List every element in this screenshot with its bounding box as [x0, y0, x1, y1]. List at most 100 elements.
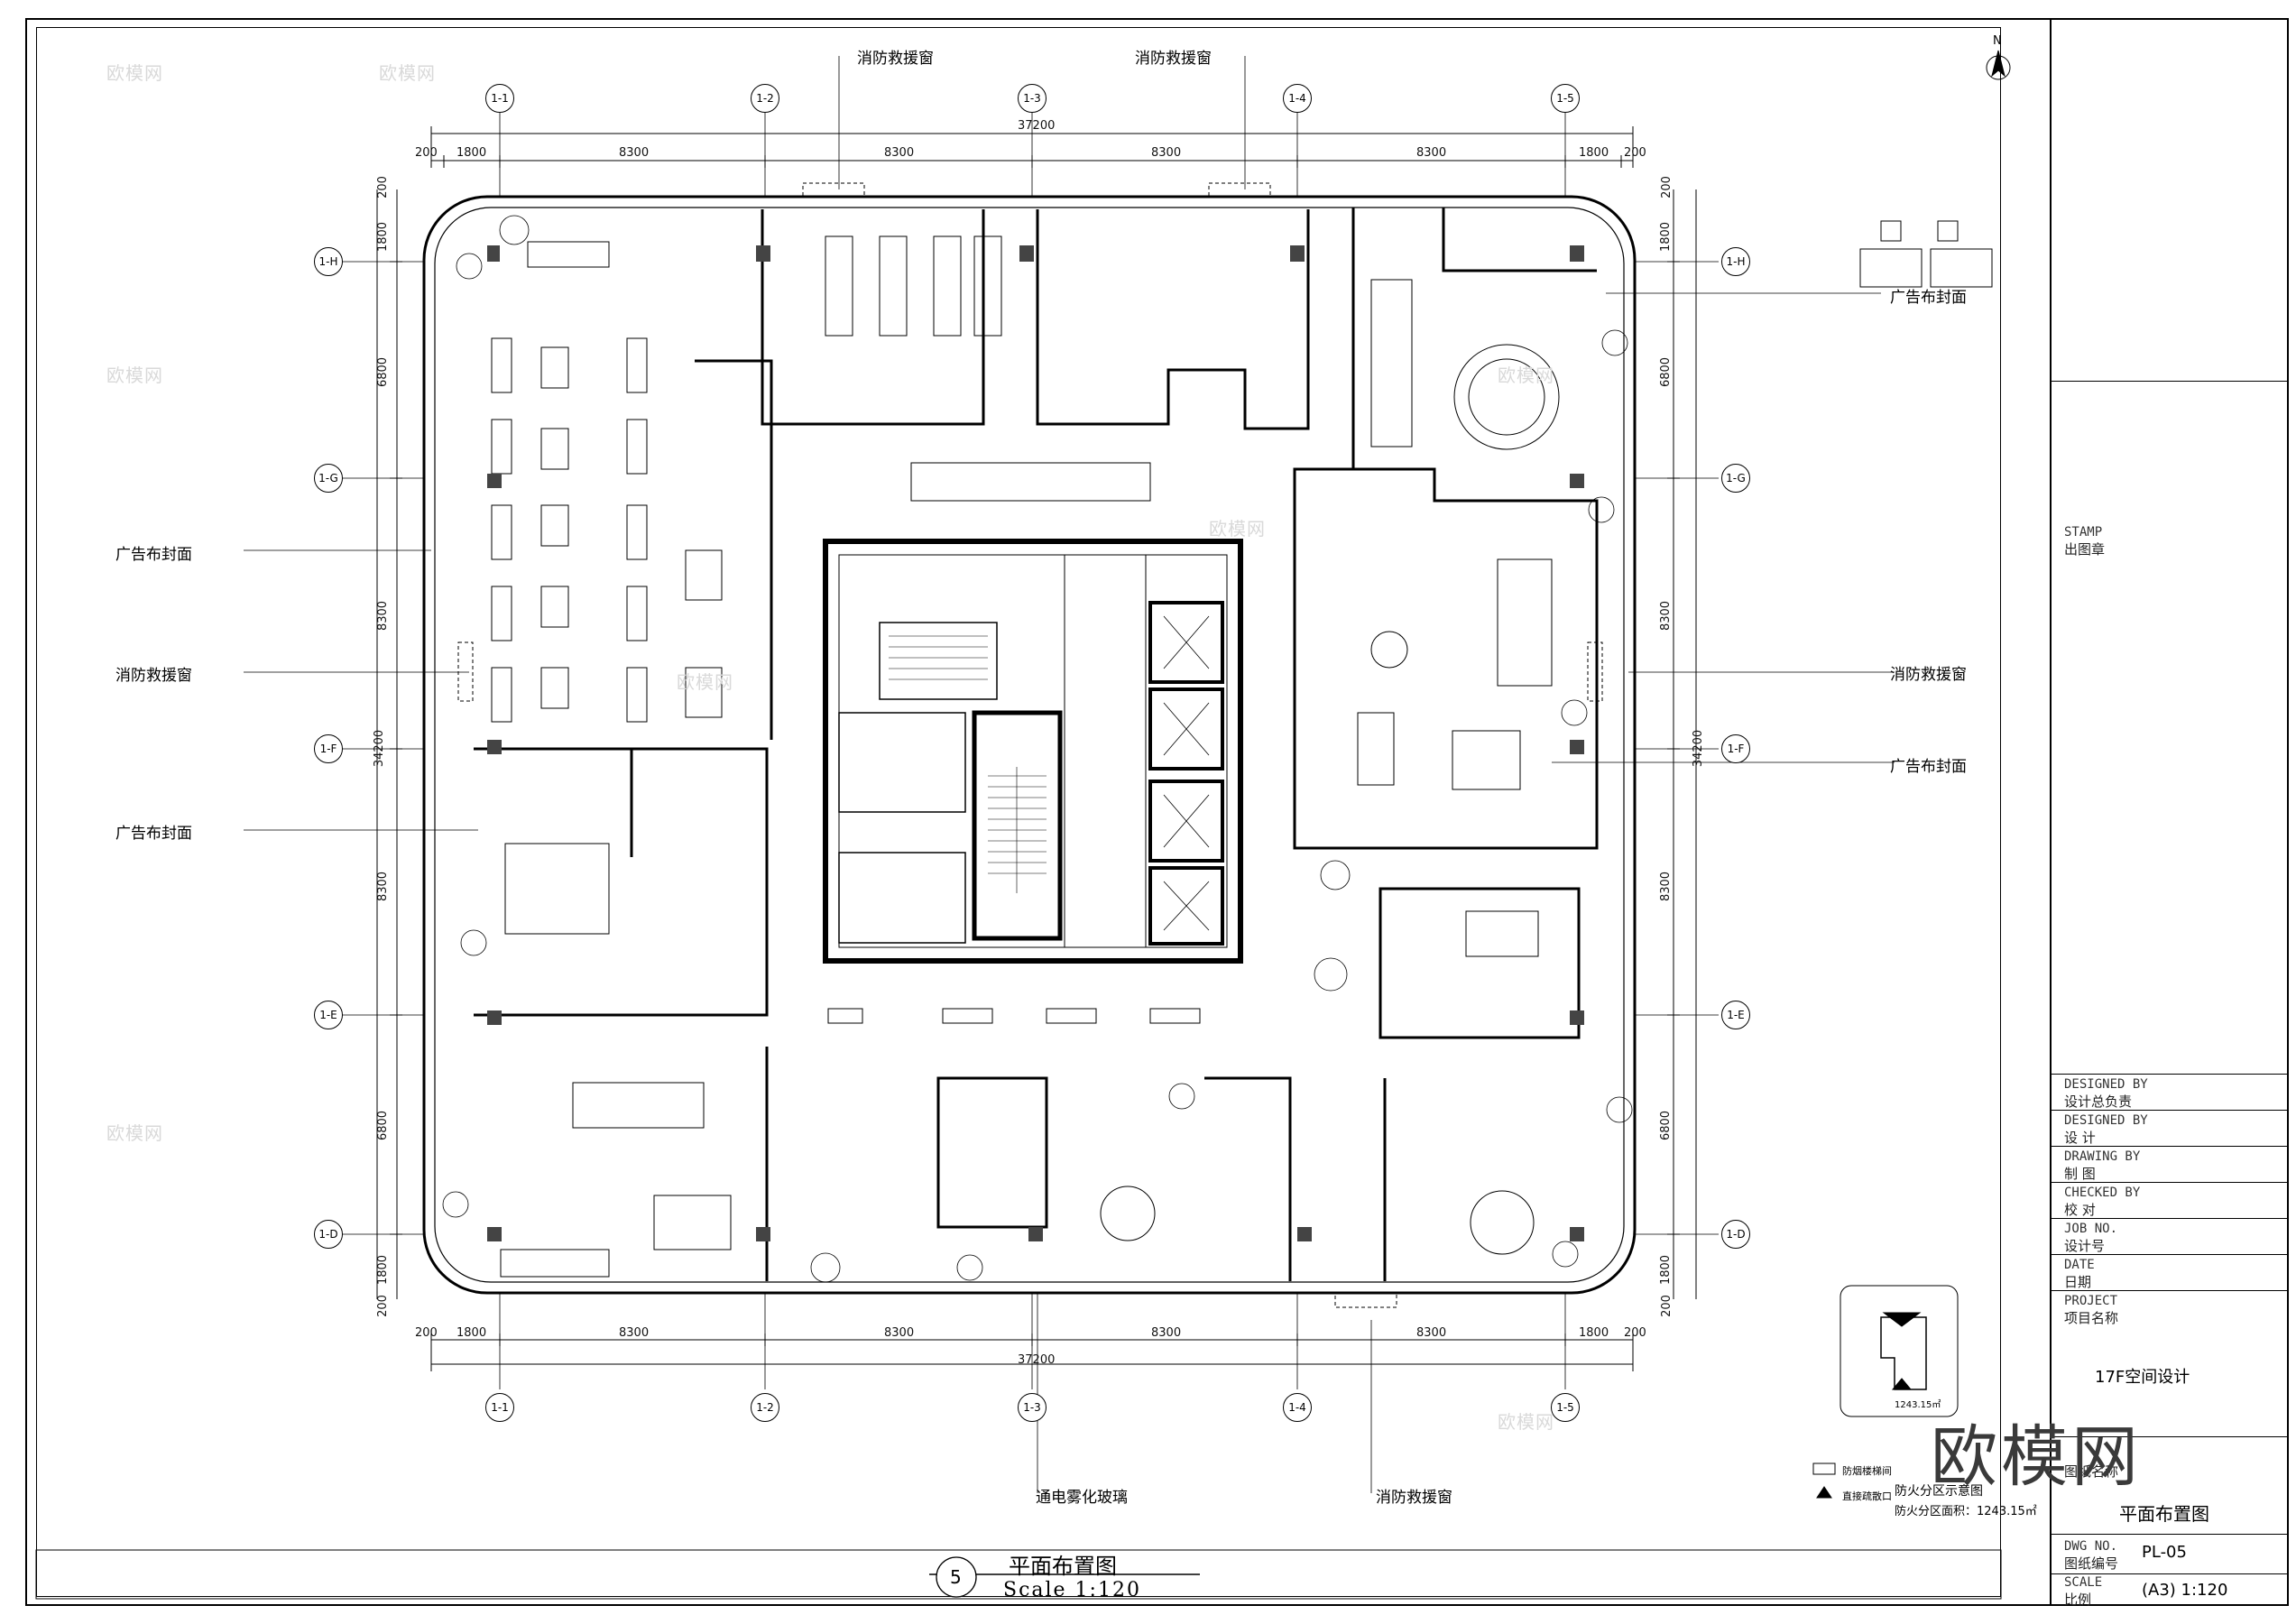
- grid-bubble-top-1-2: 1-2: [751, 84, 779, 113]
- dim-left-1800-top: 1800: [376, 221, 391, 253]
- tb-drawing-cn: 制 图: [2064, 1166, 2096, 1182]
- grid-bubble-top-1-3: 1-3: [1018, 84, 1047, 113]
- tb-row-designer: [2052, 1110, 2289, 1111]
- drawing-scale: Scale 1:120: [1003, 1579, 1141, 1601]
- callout-smart-glass: 通电雾化玻璃: [1036, 1489, 1128, 1507]
- tb-director-cn: 设计总负责: [2064, 1093, 2133, 1110]
- dim-right-overall: 34200: [1692, 729, 1706, 768]
- central-core: [823, 539, 1243, 964]
- tb-designer-en: DESIGNED BY: [2064, 1113, 2148, 1128]
- fire-zone-diagram: [1812, 1285, 1959, 1499]
- drawing-title: 平面布置图: [1009, 1554, 1117, 1579]
- tb-project-cn: 项目名称: [2064, 1310, 2119, 1326]
- structural-columns: [487, 245, 1584, 1241]
- grid-bubble-right-1-H: 1-H: [1721, 247, 1750, 276]
- callout-fire-window-top-left: 消防救援窗: [857, 50, 934, 68]
- bottom-hatch-band: [35, 1549, 2002, 1600]
- dim-right-6800-bottom: 6800: [1659, 1110, 1674, 1141]
- dim-left-6800-top: 6800: [376, 356, 391, 388]
- dim-left-200-top: 200: [375, 176, 390, 198]
- furniture: [491, 235, 1560, 1278]
- tb-row-scale: [2052, 1573, 2289, 1574]
- dim-left-1800-bottom: 1800: [376, 1254, 391, 1286]
- grid-bubble-left-1-G: 1-G: [314, 464, 343, 493]
- grid-bubble-bottom-1-5: 1-5: [1551, 1393, 1580, 1422]
- grid-leader-lines: [343, 113, 1719, 1389]
- dim-top-200-right: 200: [1624, 146, 1646, 160]
- dim-right-1800-top: 1800: [1659, 221, 1674, 253]
- dim-bottom-1800-left: 1800: [456, 1326, 487, 1340]
- dim-right-6800-top: 6800: [1659, 356, 1674, 388]
- grid-bubble-left-1-F: 1-F: [314, 734, 343, 763]
- tb-row-date: [2052, 1254, 2289, 1255]
- fire-zone-legend-stair: 防烟楼梯间: [1842, 1465, 1892, 1477]
- watermark-text: 欧模网: [677, 671, 733, 693]
- dim-left-overall: 34200: [373, 729, 387, 768]
- grid-bubble-bottom-1-2: 1-2: [751, 1393, 779, 1422]
- tb-row-director: [2052, 1074, 2289, 1075]
- dim-right-8300-a: 8300: [1659, 600, 1674, 632]
- tb-stamp-cn: 出图章: [2064, 541, 2106, 558]
- fire-zone-legend-exit: 直接疏散口: [1842, 1490, 1892, 1502]
- grid-bubble-top-1-4: 1-4: [1283, 84, 1312, 113]
- curtain-wall: [434, 207, 1625, 1283]
- dim-top-8300-3: 8300: [1151, 146, 1182, 160]
- grid-bubble-bottom-1-3: 1-3: [1018, 1393, 1047, 1422]
- tb-drawing-name-cn: 图纸名称: [2064, 1463, 2119, 1480]
- dim-top-1800-left: 1800: [456, 146, 487, 160]
- dim-left-8300-a: 8300: [376, 600, 391, 632]
- dim-bottom-1800-right: 1800: [1579, 1326, 1609, 1340]
- grid-bubble-right-1-D: 1-D: [1721, 1220, 1750, 1249]
- grid-bubble-top-1-1: 1-1: [485, 84, 514, 113]
- tb-scale-en: SCALE: [2064, 1575, 2103, 1590]
- callout-fire-window-bottom: 消防救援窗: [1376, 1489, 1452, 1507]
- watermark-text: 欧模网: [379, 62, 436, 84]
- north-arrow: [1986, 50, 2011, 80]
- title-underline: [929, 1556, 1200, 1598]
- tb-dwg-no-cn: 图纸编号: [2064, 1555, 2119, 1572]
- grid-bubble-left-1-E: 1-E: [314, 1001, 343, 1029]
- watermark-text: 欧模网: [1498, 364, 1554, 386]
- dim-bottom-8300-3: 8300: [1151, 1326, 1182, 1340]
- watermark-text: 欧模网: [1209, 518, 1266, 540]
- watermark-text: 欧模网: [1498, 1411, 1554, 1433]
- grid-bubble-left-1-D: 1-D: [314, 1220, 343, 1249]
- tb-row-stamp: [2052, 381, 2289, 382]
- fire-zone-small-area: 1243.15㎡: [1895, 1400, 1941, 1410]
- grid-bubble-right-1-F: 1-F: [1721, 734, 1750, 763]
- dim-top-8300-1: 8300: [619, 146, 650, 160]
- grid-bubble-top-1-5: 1-5: [1551, 84, 1580, 113]
- tb-drawing-name-value: 平面布置图: [2119, 1503, 2209, 1525]
- dim-left-200-bottom: 200: [375, 1295, 390, 1317]
- plants: [442, 215, 1633, 1283]
- tb-row-dwg-no: [2052, 1534, 2289, 1535]
- callout-fire-window-left: 消防救援窗: [115, 667, 192, 685]
- dim-top-1800-right: 1800: [1579, 146, 1609, 160]
- dim-bottom-200-left: 200: [415, 1326, 438, 1340]
- tb-job-cn: 设计号: [2064, 1238, 2106, 1254]
- grid-bubble-bottom-1-1: 1-1: [485, 1393, 514, 1422]
- fire-zone-area: 防火分区面积：1243.15㎡: [1895, 1505, 2037, 1518]
- tb-date-cn: 日期: [2064, 1274, 2092, 1290]
- dim-bottom-200-right: 200: [1624, 1326, 1646, 1340]
- tb-director-en: DESIGNED BY: [2064, 1077, 2148, 1092]
- tb-row-job: [2052, 1218, 2289, 1219]
- side-furniture-sample: [1859, 220, 1993, 288]
- dim-right-200-bottom: 200: [1659, 1295, 1674, 1317]
- north-label: N: [1993, 34, 2002, 48]
- dim-bottom-8300-1: 8300: [619, 1326, 650, 1340]
- tb-dwg-no-en: DWG NO.: [2064, 1539, 2118, 1554]
- grid-bubble-bottom-1-4: 1-4: [1283, 1393, 1312, 1422]
- tb-stamp-en: STAMP: [2064, 525, 2103, 540]
- grid-bubble-right-1-G: 1-G: [1721, 464, 1750, 493]
- watermark-text: 欧模网: [106, 1122, 163, 1144]
- title-block: STAMP 出图章 DESIGNED BY 设计总负责 DESIGNED BY …: [2050, 20, 2289, 1608]
- dim-right-8300-b: 8300: [1659, 871, 1674, 902]
- tb-row-checked: [2052, 1182, 2289, 1183]
- dim-right-1800-bottom: 1800: [1659, 1254, 1674, 1286]
- dim-left-6800-bottom: 6800: [376, 1110, 391, 1141]
- callout-fire-window-right: 消防救援窗: [1890, 666, 1967, 684]
- room-partitions: [474, 208, 1599, 1281]
- grid-bubble-right-1-E: 1-E: [1721, 1001, 1750, 1029]
- tb-row-project: [2052, 1290, 2289, 1291]
